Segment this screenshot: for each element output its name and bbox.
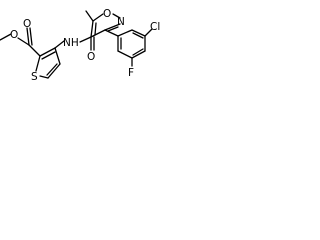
isoxazole-c5-o (92, 13, 104, 22)
c-cl-bond (144, 28, 153, 37)
ester-o-c-bond (17, 37, 30, 46)
amide-nh-label: NH (63, 37, 79, 49)
phenyl-bond-5 (117, 50, 133, 59)
thiophene-to-nh-bond (54, 40, 65, 49)
isoxazole-c4-c3 (90, 29, 106, 38)
nh-to-carbonyl-bond (79, 36, 92, 43)
phenyl-bond-4-inner (132, 48, 144, 56)
phenyl-bond-4 (131, 50, 146, 59)
thiophene-sulfur-label: S (31, 71, 38, 83)
isoxazole-oxygen-label: O (103, 8, 111, 20)
chemical-structure-diagram: O O S NH O O N Cl F (0, 8, 160, 83)
ester-to-thiophene-bond (28, 44, 41, 57)
isoxazole-c4-c5-inner (94, 22, 97, 36)
bond-lines (0, 10, 153, 79)
thiophene-c4-c5 (47, 63, 61, 79)
isoxazole-n-c3 (104, 23, 121, 31)
phenyl-bond-2-inner (132, 32, 144, 39)
atom-labels: O O S NH O O N Cl F (10, 8, 160, 83)
isoxazole-to-phenyl-bond (104, 29, 119, 37)
methyl-bond (0, 33, 12, 41)
phenyl-bond-1 (117, 29, 133, 37)
carbonyl-bond-1 (26, 27, 30, 46)
fluorine-label: F (128, 67, 134, 79)
thiophene-c2-c3 (39, 47, 56, 57)
isoxazole-n-c3-inner (107, 26, 119, 32)
amide-oxygen-label: O (87, 51, 95, 63)
thiophene-s-c2 (35, 55, 41, 72)
isoxazole-c4-c5 (90, 20, 94, 38)
phenyl-bond-2 (131, 29, 146, 37)
carbonyl-oxygen-label: O (23, 18, 31, 30)
thiophene-c2-c3-inner (41, 51, 56, 60)
thiophene-c3-c4 (54, 47, 61, 65)
ester-oxygen-label: O (10, 29, 18, 41)
carbonyl-bond-2 (29, 27, 33, 46)
isoxazole-nitrogen-label: N (117, 16, 125, 28)
chlorine-label: Cl (150, 21, 160, 33)
isoxazole-o-n (112, 13, 121, 19)
thiophene-c4-c5-inner (46, 63, 58, 76)
methyl-on-isoxazole (85, 10, 94, 22)
thiophene-c5-s (39, 75, 49, 79)
